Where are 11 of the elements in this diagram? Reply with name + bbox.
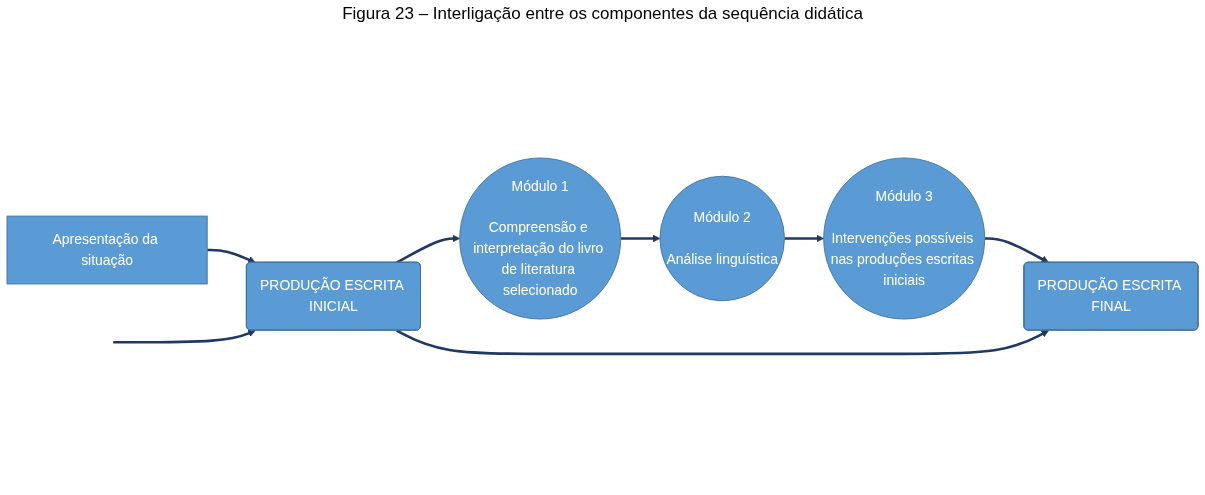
arrow (620, 234, 661, 242)
node-box: Apresentação da situação (6, 215, 208, 284)
node-circle: Módulo 2 Análise linguística (659, 175, 785, 301)
node-circle: Módulo 3 Intervenções possíveis nas produções escritas iniciais (823, 157, 986, 320)
arrow (113, 329, 256, 344)
arrow (396, 329, 1049, 355)
node-circle: Módulo 1 Compreensão e interpretação do livro de literatura selecionado (459, 157, 622, 320)
arrow (984, 236, 1049, 263)
arrow (207, 248, 256, 263)
figure-title: Figura 23 – Interligação entre os componentes da sequência didática (341, 3, 864, 25)
arrow (784, 234, 824, 242)
